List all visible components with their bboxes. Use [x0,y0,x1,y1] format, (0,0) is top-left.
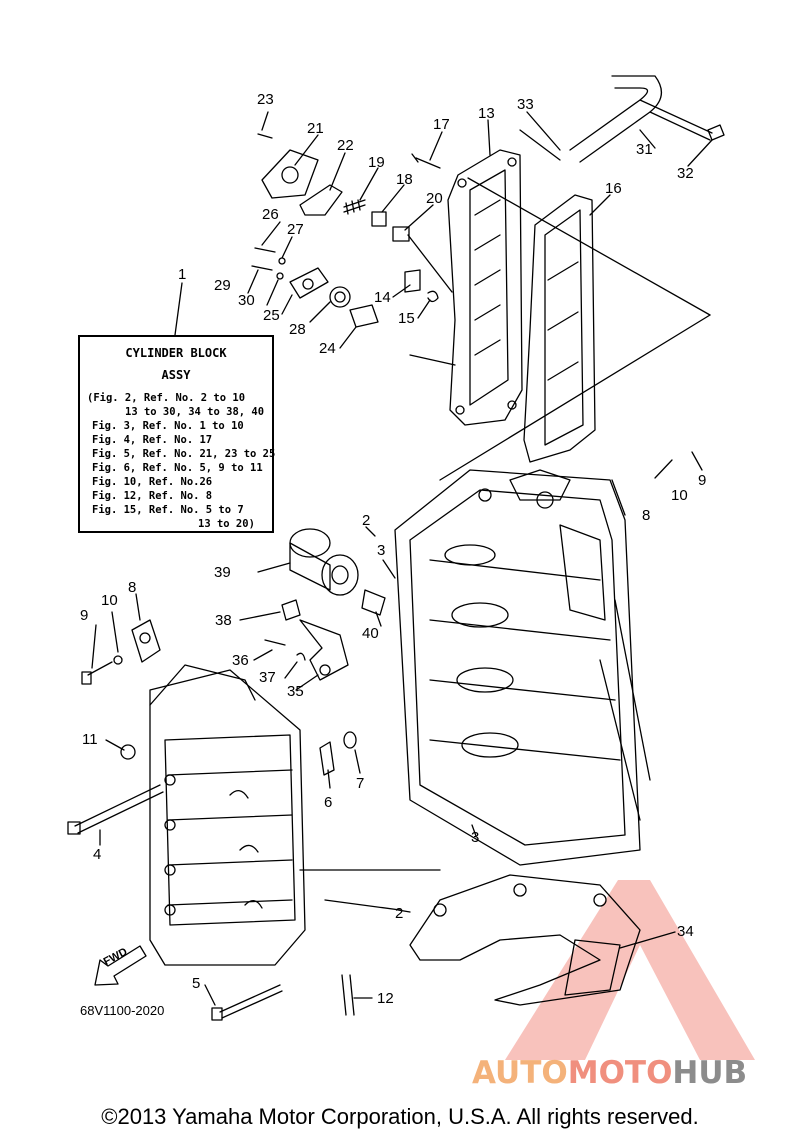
fwd-arrow-icon [94,945,147,986]
callout-2a: 2 [362,512,371,529]
oil-filter-39 [264,528,386,681]
watermark-hub: HUB [672,1055,748,1091]
callout-8b: 8 [128,579,137,596]
thermostat-cover-21 [257,133,343,216]
info-box-line: Fig. 15, Ref. No. 5 to 7 [92,504,244,516]
leader-lines [91,111,713,1006]
info-box-line: Fig. 10, Ref. No.26 [92,476,213,488]
callout-13: 13 [478,105,495,122]
cylinder-block-info-box: CYLINDER BLOCK ASSY (Fig. 2, Ref. No. 2 … [78,335,276,533]
info-box-line: Fig. 5, Ref. No. 21, 23 to 25 [92,448,276,460]
callout-25: 25 [263,307,280,324]
callout-5: 5 [192,975,201,992]
callout-40: 40 [362,625,379,642]
water-hose-31 [569,75,725,163]
exhaust-cover-13 [447,149,523,426]
callout-26: 26 [262,206,279,223]
info-box-line: Fig. 12, Ref. No. 8 [92,490,213,502]
base-gasket-2 [299,869,641,1006]
callout-23: 23 [257,91,274,108]
callout-9a: 9 [698,472,707,489]
callout-38: 38 [215,612,232,629]
info-box-subtitle: ASSY [161,368,191,382]
info-box-line: Fig. 3, Ref. No. 1 to 10 [92,420,244,432]
watermark-logo [505,880,755,1060]
info-box-title: CYLINDER BLOCK [125,346,227,360]
callout-24: 24 [319,340,336,357]
callout-12: 12 [377,990,394,1007]
gasket-16 [523,194,596,463]
callout-39: 39 [214,564,231,581]
callout-27: 27 [287,221,304,238]
callout-30: 30 [238,292,255,309]
callout-31: 31 [636,141,653,158]
callout-15: 15 [398,310,415,327]
callout-9b: 9 [80,607,89,624]
callout-36: 36 [232,652,249,669]
callout-1: 1 [178,266,187,283]
callout-11: 11 [82,731,98,748]
callout-37: 37 [259,669,276,686]
callout-22: 22 [337,137,354,154]
callout-16: 16 [605,180,622,197]
callout-33: 33 [517,96,534,113]
callout-14: 14 [374,289,391,306]
callout-10b: 10 [101,592,118,609]
info-box-line: Fig. 6, Ref. No. 5, 9 to 11 [92,462,263,474]
callout-18: 18 [396,171,413,188]
callout-34: 34 [677,923,694,940]
small-fittings [251,153,441,328]
callout-35: 35 [287,683,304,700]
callout-17: 17 [433,116,450,133]
callout-2b: 2 [395,905,404,922]
upper-guide-lines [407,129,711,481]
info-box-line: 13 to 30, 34 to 38, 40 [125,406,265,418]
callout-3a: 3 [377,542,386,559]
callout-7: 7 [356,775,365,792]
cylinder-block [394,469,651,866]
callout-19: 19 [368,154,385,171]
fasteners-left [67,619,357,1021]
info-box-line: (Fig. 2, Ref. No. 2 to 10 [87,392,246,404]
watermark-moto: MOTO [567,1055,673,1091]
callout-20: 20 [426,190,443,207]
watermark-brand: AUTOMOTOHUB [472,1055,747,1091]
watermark-auto: AUTO [472,1055,568,1091]
callout-4: 4 [93,846,102,863]
crankcase [149,664,306,966]
callout-32: 32 [677,165,694,182]
callout-28: 28 [289,321,306,338]
callout-10a: 10 [671,487,688,504]
callout-6: 6 [324,794,333,811]
callout-8a: 8 [642,507,651,524]
callout-29: 29 [214,277,231,294]
diagram-part-number: 68V1100-2020 [80,1003,165,1018]
copyright-notice: ©2013 Yamaha Motor Corporation, U.S.A. A… [101,1104,699,1129]
callout-3b: 3 [471,829,480,846]
info-box-line: 13 to 20) [198,518,255,530]
callout-21: 21 [307,120,324,137]
info-box-line: Fig. 4, Ref. No. 17 [92,434,213,446]
